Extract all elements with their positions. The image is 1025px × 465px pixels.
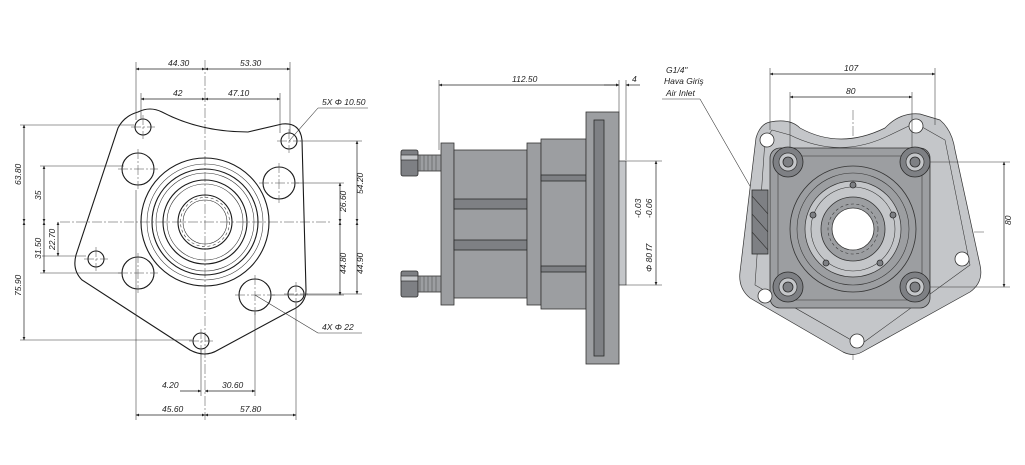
dim-44-30: 44.30	[168, 58, 190, 68]
side-bolt-top	[400, 149, 443, 177]
air-inlet-label: G1/4" Hava Giriş Air Inlet	[662, 65, 759, 201]
dim-35: 35	[33, 190, 43, 200]
dim-63-80: 63.80	[13, 163, 23, 185]
dim-30-60: 30.60	[222, 380, 244, 390]
dim-26-60: 26.60	[338, 190, 348, 213]
dim-22-70: 22.70	[47, 228, 57, 251]
dim-54-20: 54.20	[355, 172, 365, 194]
rear-view: 107 80 80	[739, 63, 1013, 360]
dimension-label: Hava Giriş	[664, 76, 704, 86]
front-flange-outline	[74, 108, 307, 355]
front-top-dims: 44.30 53.30 42 47.10	[135, 58, 291, 133]
dim-80-top: 80	[846, 86, 856, 96]
front-hub	[140, 157, 270, 287]
dim-80-right: 80	[1003, 215, 1013, 225]
front-right-dims: 54.20 26.60 44.80 44.90	[272, 140, 365, 296]
dim-44-80: 44.80	[338, 252, 348, 274]
dim-4: 4	[632, 74, 637, 84]
callout-small-holes: 5X Φ 10.50	[288, 97, 368, 142]
dim-53-30: 53.30	[240, 58, 262, 68]
side-view: 112.50 4	[400, 65, 759, 365]
dim-44-90: 44.90	[355, 252, 365, 274]
dim-31-50: 31.50	[33, 237, 43, 259]
front-bottom-dims: 4.20 30.60 45.60 57.80	[135, 190, 297, 420]
dim-47-10: 47.10	[228, 88, 250, 98]
dim-42: 42	[173, 88, 183, 98]
dimension-label: 5X Φ 10.50	[322, 97, 366, 107]
air-inlet-fitting	[751, 189, 769, 255]
dim-4-20: 4.20	[162, 380, 179, 390]
dim-pilot: Φ 80 f7	[644, 243, 654, 272]
callout-large-holes: 4X Φ 22	[254, 294, 362, 334]
dim-112-50: 112.50	[512, 74, 538, 84]
dim-45-60: 45.60	[162, 404, 184, 414]
dim-tol-lower: -0.06	[644, 198, 654, 218]
rear-outer-holes	[757, 118, 970, 349]
dim-107: 107	[844, 63, 858, 73]
spline-bore	[177, 194, 233, 250]
dimension-label: 4X Φ 22	[322, 322, 354, 332]
front-view: 44.30 53.30 42 47.10 5X Φ 10.50 4X Φ 22	[13, 58, 368, 420]
dim-tol-upper: -0.03	[633, 198, 643, 218]
rear-hub	[789, 165, 917, 293]
dimension-label: G1/4"	[666, 65, 688, 75]
dim-57-80: 57.80	[240, 404, 262, 414]
side-bolt-bottom	[400, 270, 443, 298]
side-body	[440, 111, 627, 365]
dim-75-90: 75.90	[13, 274, 23, 296]
front-bolt-holes-small	[87, 118, 305, 350]
front-left-dims: 63.80 75.90 35 31.50 22.70	[13, 124, 192, 341]
rear-corner-bolts	[772, 146, 931, 303]
dimension-label: Air Inlet	[665, 88, 695, 98]
